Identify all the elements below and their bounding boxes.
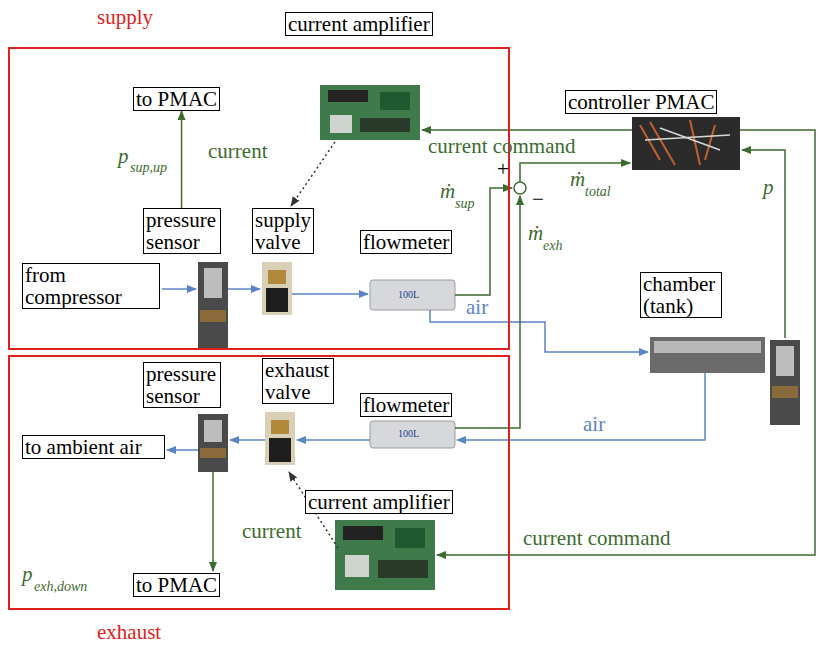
device-label: exhaust valve (262, 358, 334, 404)
device-marking: 100L (398, 289, 419, 300)
device-label: current amplifier (305, 490, 453, 514)
current-leaders (289, 142, 338, 548)
device-label: supply valve (252, 208, 314, 254)
region-heading: supply (97, 5, 153, 30)
signal-label: current (242, 520, 301, 543)
air-label: air (583, 413, 605, 436)
box-text: flowmeter (363, 394, 449, 416)
signal-label: current command (428, 135, 576, 158)
device-label: pressure sensor (143, 208, 221, 254)
signal-subscript: sup,up (130, 160, 167, 175)
device-label: chamber (tank) (640, 272, 722, 318)
box-text: current amplifier (288, 13, 430, 35)
box-text: exhaust valve (265, 359, 331, 403)
box-text: controller PMAC (568, 91, 714, 113)
amplifier-photo (335, 520, 435, 590)
air-label: air (466, 296, 488, 319)
signal-label: current (208, 140, 267, 163)
box-text: to PMAC (136, 88, 217, 110)
signal-subscript: exh (543, 238, 562, 253)
source-box: from compressor (22, 263, 160, 309)
signal-subscript: exh,down (34, 579, 87, 594)
tank-photo (650, 337, 765, 373)
device-marking: 100L (398, 428, 419, 439)
flowmeter-photo (370, 421, 455, 448)
flowmeter-photo (370, 280, 455, 310)
device-label: flowmeter (360, 393, 452, 417)
box-text: supply valve (255, 209, 311, 253)
signal-arrow (181, 111, 183, 208)
pressure-sensor-photo (198, 262, 228, 350)
sign-symbol: + (497, 158, 509, 181)
box-text: from compressor (25, 264, 157, 308)
valve-photo (262, 262, 292, 315)
signal-label: current command (523, 527, 671, 550)
signal-symbol: ṁ (570, 168, 585, 191)
signal-symbol: ṁ (440, 180, 455, 203)
box-text: flowmeter (363, 231, 449, 253)
controller-photo (632, 117, 740, 170)
sink-box: to ambient air (22, 435, 165, 459)
signal-lines (213, 130, 815, 571)
supply-region: supplyto PMACpressure sensorsupply valve… (8, 47, 510, 350)
air-lines (162, 289, 705, 450)
box-text: pressure sensor (146, 363, 218, 407)
amplifier-photo (320, 85, 420, 140)
box-text: chamber (tank) (643, 273, 719, 317)
device-label: flowmeter (360, 230, 452, 254)
device-label: current amplifier (285, 12, 433, 36)
sign-symbol: − (532, 188, 544, 211)
output-box: to PMAC (133, 573, 220, 597)
signal-symbol: ṁ (528, 222, 543, 245)
signal-symbol: p (118, 145, 129, 168)
region-heading: exhaust (97, 620, 161, 645)
device-label: controller PMAC (565, 90, 717, 114)
exhaust-region: exhaustpressure sensorexhaust valveflowm… (8, 355, 510, 610)
signal-symbol: p (22, 563, 33, 586)
summing-junction (514, 182, 526, 194)
box-text: to PMAC (136, 574, 217, 596)
pressure-sensor-photo (198, 414, 228, 472)
pressure-sensor-photo (770, 340, 800, 425)
signal-subscript: total (585, 184, 611, 199)
box-text: pressure sensor (146, 209, 218, 253)
device-label: pressure sensor (143, 362, 221, 408)
signal-symbol: p (763, 176, 774, 199)
valve-photo (265, 412, 295, 465)
output-box: to PMAC (133, 87, 220, 111)
signal-subscript: sup (455, 196, 474, 211)
box-text: to ambient air (25, 436, 162, 458)
box-text: current amplifier (308, 491, 450, 513)
